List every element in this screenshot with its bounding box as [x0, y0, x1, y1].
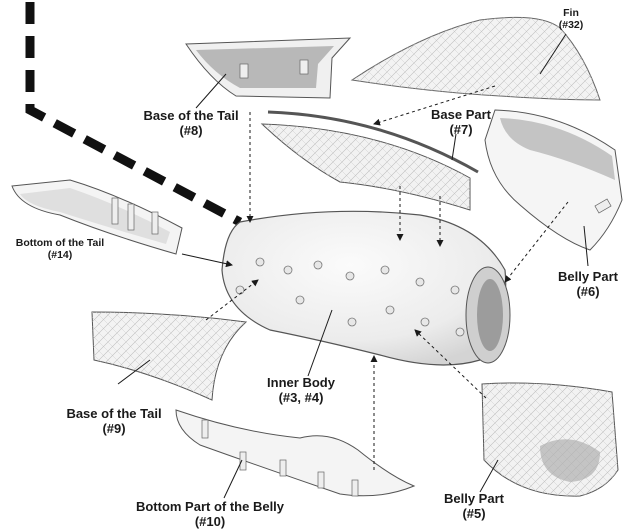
label-bottom-part-of-belly-name: Bottom Part of the Belly [110, 500, 310, 515]
label-base-part: Base Part (#7) [426, 108, 496, 137]
label-fin-number: (#32) [550, 20, 592, 32]
label-belly-part-5: Belly Part (#5) [432, 492, 516, 521]
leader-bottom-belly [224, 460, 242, 498]
label-belly-part-6: Belly Part (#6) [546, 270, 630, 299]
bottom-part-of-belly-10-part [176, 410, 414, 496]
base-of-tail-8-part [186, 38, 350, 98]
label-base-of-tail-9: Base of the Tail (#9) [56, 407, 172, 436]
label-belly-part-6-number: (#6) [546, 285, 630, 300]
label-inner-body-name: Inner Body [256, 376, 346, 391]
label-bottom-part-of-belly-number: (#10) [110, 515, 310, 530]
label-belly-part-6-name: Belly Part [546, 270, 630, 285]
label-base-part-number: (#7) [426, 123, 496, 138]
label-base-of-tail-9-name: Base of the Tail [56, 407, 172, 422]
inner-body-part [222, 211, 510, 365]
label-base-of-tail-9-number: (#9) [56, 422, 172, 437]
label-base-of-tail-8-name: Base of the Tail [131, 109, 251, 124]
base-of-tail-9-part [92, 312, 246, 400]
label-inner-body-number: (#3, #4) [256, 391, 346, 406]
leader-base-tail-8 [196, 74, 226, 108]
label-bottom-of-tail-name: Bottom of the Tail [4, 238, 116, 250]
label-belly-part-5-name: Belly Part [432, 492, 516, 507]
belly-part-5 [482, 383, 618, 496]
label-base-of-tail-8: Base of the Tail (#8) [131, 109, 251, 138]
label-fin-name: Fin [550, 8, 592, 20]
label-belly-part-5-number: (#5) [432, 507, 516, 522]
label-bottom-of-tail-number: (#14) [4, 250, 116, 262]
label-base-part-name: Base Part [426, 108, 496, 123]
leader-base-part [452, 134, 456, 160]
label-base-of-tail-8-number: (#8) [131, 124, 251, 139]
label-fin: Fin (#32) [550, 8, 592, 32]
label-inner-body: Inner Body (#3, #4) [256, 376, 346, 405]
label-bottom-part-of-belly: Bottom Part of the Belly (#10) [110, 500, 310, 529]
label-bottom-of-tail: Bottom of the Tail (#14) [4, 238, 116, 262]
belly-part-6 [485, 110, 622, 250]
